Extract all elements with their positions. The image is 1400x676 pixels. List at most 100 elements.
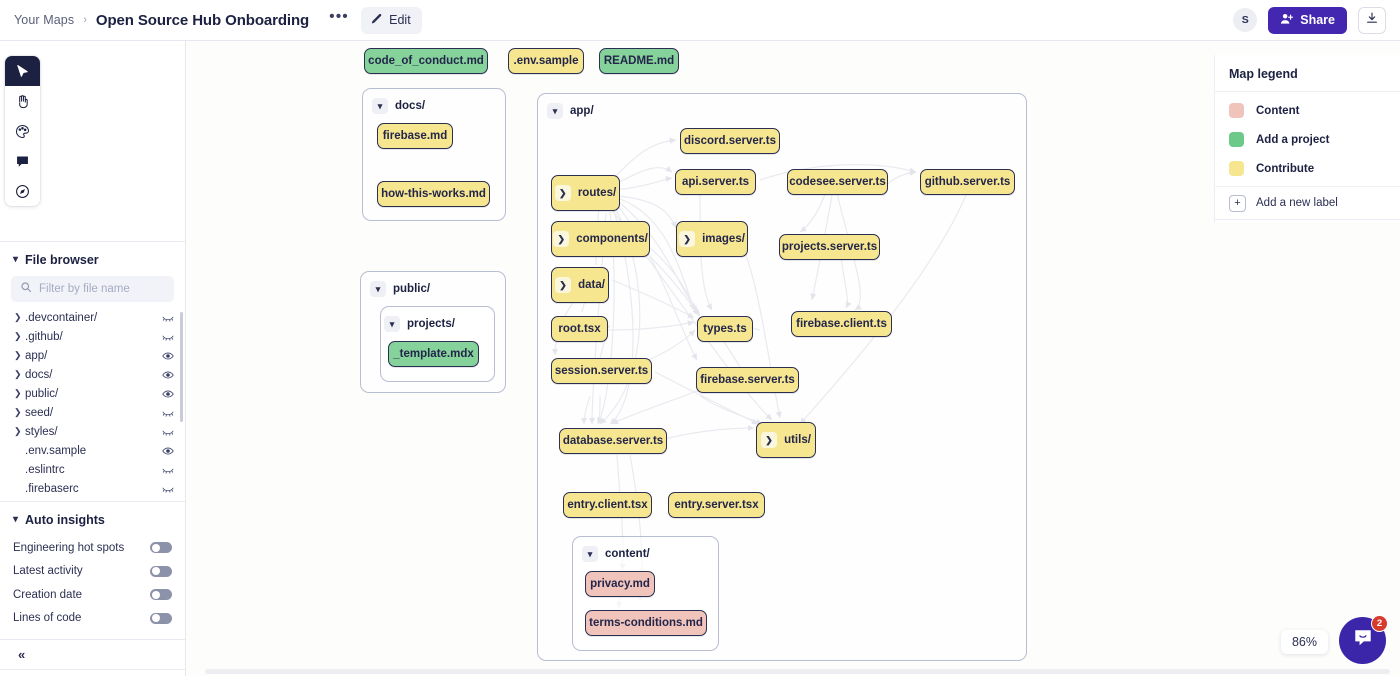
palette-tool[interactable] [5, 116, 40, 146]
share-button-label: Share [1300, 13, 1335, 27]
search-input-placeholder: Filter by file name [39, 283, 130, 295]
zoom-level[interactable]: 86% [1280, 630, 1328, 654]
file-row[interactable]: ❯styles/ [0, 422, 185, 441]
edit-button-label: Edit [389, 13, 411, 27]
group-docs-header[interactable]: ▾ docs/ [372, 98, 425, 114]
group-content-header[interactable]: ▾ content/ [582, 546, 650, 562]
map-folder-node[interactable]: ❯routes/ [551, 175, 620, 211]
person-add-icon [1280, 12, 1294, 29]
file-row-label: styles/ [25, 425, 58, 438]
eye-off-icon[interactable] [162, 331, 174, 343]
map-file-node[interactable]: README.md [599, 48, 679, 74]
map-file-node[interactable]: privacy.md [585, 571, 655, 597]
eye-off-icon[interactable] [162, 483, 174, 495]
eye-off-icon[interactable] [162, 312, 174, 324]
pencil-icon [370, 13, 382, 28]
file-list[interactable]: ❯.devcontainer/❯.github/❯app/❯docs/❯publ… [0, 308, 185, 501]
avatar[interactable]: S [1233, 8, 1258, 32]
insight-toggle[interactable] [150, 542, 172, 554]
add-new-label-button[interactable]: + Add a new label [1215, 186, 1400, 219]
search-input[interactable]: Filter by file name [11, 276, 174, 302]
map-file-node[interactable]: database.server.ts [559, 428, 667, 454]
eye-icon[interactable] [162, 445, 174, 457]
group-docs-label: docs/ [395, 100, 426, 112]
eye-icon[interactable] [162, 350, 174, 362]
auto-insights-header[interactable]: ▾ Auto insights [0, 502, 185, 536]
legend-row[interactable]: Add a project [1215, 125, 1400, 154]
map-file-node[interactable]: projects.server.ts [779, 234, 880, 260]
eye-off-icon[interactable] [162, 407, 174, 419]
map-file-node[interactable]: how-this-works.md [377, 181, 490, 207]
map-node-label: database.server.ts [562, 435, 664, 447]
map-file-node[interactable]: types.ts [697, 316, 753, 342]
map-file-node[interactable]: firebase.md [377, 123, 453, 149]
file-row[interactable]: ❯public/ [0, 384, 185, 403]
map-file-node[interactable]: entry.client.tsx [563, 492, 652, 518]
map-file-node[interactable]: .env.sample [508, 48, 584, 74]
map-file-node[interactable]: api.server.ts [675, 169, 756, 195]
more-options-button[interactable]: ••• [329, 8, 349, 25]
eye-off-icon[interactable] [162, 426, 174, 438]
eye-off-icon[interactable] [162, 464, 174, 476]
map-folder-node[interactable]: ❯utils/ [756, 422, 816, 458]
cursor-tool[interactable] [5, 56, 40, 86]
group-projects-header[interactable]: ▾ projects/ [384, 316, 455, 332]
map-folder-node[interactable]: ❯data/ [551, 267, 609, 303]
map-file-node[interactable]: codesee.server.ts [787, 169, 888, 195]
map-file-node[interactable]: session.server.ts [551, 358, 652, 384]
insight-toggle[interactable] [150, 589, 172, 601]
file-row-label: docs/ [25, 368, 53, 381]
map-node-label: how-this-works.md [381, 188, 486, 200]
file-row[interactable]: .firebaserc [0, 479, 185, 498]
collapse-panel-button[interactable]: « [0, 639, 185, 669]
map-file-node[interactable]: root.tsx [551, 316, 608, 342]
map-folder-node[interactable]: ❯components/ [551, 221, 650, 257]
eye-icon[interactable] [162, 388, 174, 400]
map-node-label: entry.client.tsx [567, 499, 648, 511]
file-list-scrollbar[interactable] [180, 312, 183, 422]
file-row[interactable]: .eslintrc [0, 460, 185, 479]
insight-toggle[interactable] [150, 565, 172, 577]
map-file-node[interactable]: entry.server.tsx [668, 492, 765, 518]
eye-icon[interactable] [162, 369, 174, 381]
hand-tool[interactable] [5, 86, 40, 116]
file-row[interactable]: .env.sample [0, 441, 185, 460]
map-file-node[interactable]: github.server.ts [920, 169, 1015, 195]
map-file-node[interactable]: firebase.server.ts [696, 367, 799, 393]
share-button[interactable]: Share [1268, 6, 1347, 34]
map-file-node[interactable]: firebase.client.ts [791, 311, 892, 337]
compass-tool[interactable] [5, 176, 40, 206]
insight-toggle[interactable] [150, 612, 172, 624]
chevron-down-icon: ▾ [384, 316, 400, 332]
file-row[interactable]: ❯.devcontainer/ [0, 308, 185, 327]
legend-label: Contribute [1256, 162, 1315, 175]
legend-row[interactable]: Content [1215, 96, 1400, 125]
add-new-label-text: Add a new label [1256, 197, 1338, 209]
comment-tool[interactable] [5, 146, 40, 176]
map-node-label: api.server.ts [681, 176, 750, 188]
file-row[interactable]: ❯docs/ [0, 365, 185, 384]
insight-label: Creation date [13, 588, 83, 601]
file-browser-header[interactable]: ▾ File browser [0, 242, 185, 276]
group-public-header[interactable]: ▾ public/ [370, 281, 430, 297]
file-row[interactable]: ❯app/ [0, 346, 185, 365]
file-row[interactable]: ❯.github/ [0, 327, 185, 346]
map-canvas[interactable]: ▾ docs/ ▾ public/ ▾ projects/ ▾ app/ [186, 41, 1400, 676]
file-row-label: .github/ [25, 330, 63, 343]
download-button[interactable] [1358, 6, 1386, 34]
left-panel: ▾ File browser Filter by file name ❯.dev… [0, 41, 186, 676]
breadcrumb-your-maps[interactable]: Your Maps [14, 13, 75, 27]
map-file-node[interactable]: terms-conditions.md [585, 610, 707, 636]
canvas-horizontal-scrollbar[interactable] [205, 669, 1390, 674]
map-file-node[interactable]: discord.server.ts [680, 128, 780, 154]
group-app-header[interactable]: ▾ app/ [547, 103, 594, 119]
map-node-label: entry.server.tsx [674, 499, 759, 511]
chat-button[interactable]: 2 [1339, 615, 1388, 664]
map-file-node[interactable]: _template.mdx [388, 341, 479, 367]
map-file-node[interactable]: code_of_conduct.md [364, 48, 488, 74]
edit-button[interactable]: Edit [361, 6, 422, 34]
legend-row[interactable]: Contribute [1215, 154, 1400, 183]
map-folder-node[interactable]: ❯images/ [676, 221, 748, 257]
file-row[interactable]: ❯seed/ [0, 403, 185, 422]
